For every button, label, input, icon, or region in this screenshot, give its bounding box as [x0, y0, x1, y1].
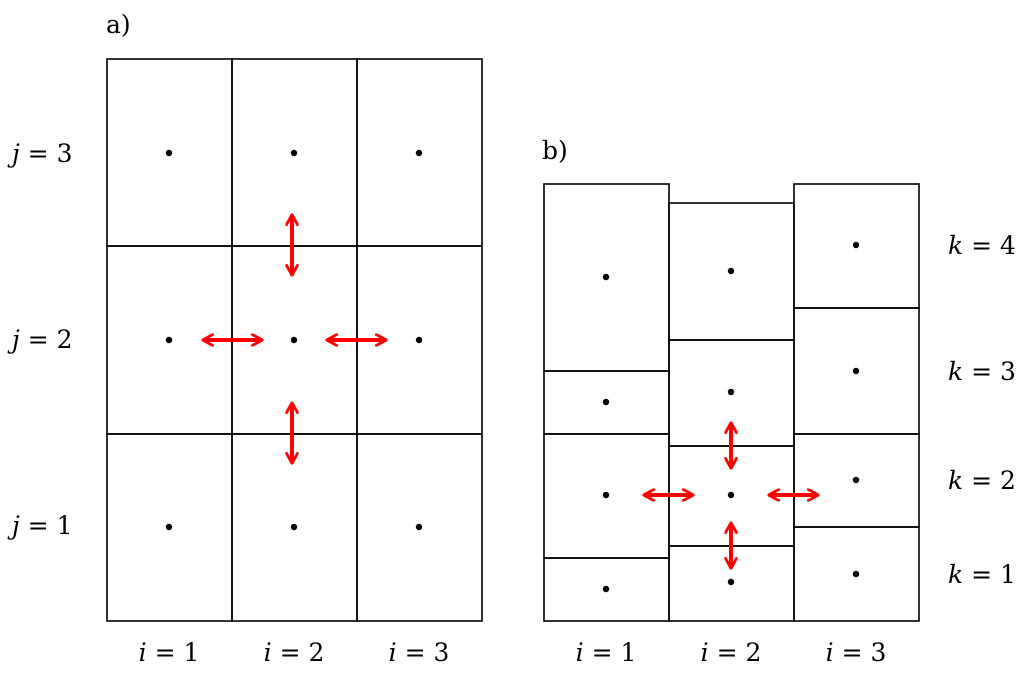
- col-label-i2: i = 2: [701, 638, 762, 667]
- center-dot: [852, 241, 860, 249]
- center-dot: [727, 388, 735, 396]
- row-label-k3: k = 3: [948, 357, 1016, 386]
- center-dot: [602, 273, 610, 281]
- panel-b-column-3: [793, 183, 920, 622]
- row-label-j3: j = 3: [7, 139, 73, 168]
- panel-b: b): [542, 136, 1016, 667]
- col-label-i1: i = 1: [576, 638, 637, 667]
- row-label-j2: j = 2: [7, 325, 73, 354]
- center-dot: [165, 149, 173, 157]
- center-dot: [415, 336, 423, 344]
- center-dot: [727, 491, 735, 499]
- center-dot: [852, 367, 860, 375]
- cell-a-i3-j1: [356, 433, 483, 622]
- center-dot: [602, 585, 610, 593]
- center-dot: [290, 149, 298, 157]
- panel-b-arrows: [645, 424, 817, 567]
- panel-a-row-labels: j = 3 j = 2 j = 1: [7, 139, 73, 540]
- center-dot: [290, 336, 298, 344]
- center-dot: [602, 491, 610, 499]
- col-label-i3: i = 3: [389, 638, 450, 667]
- panel-b-label: b): [542, 136, 568, 165]
- panel-a-arrows: [204, 216, 385, 462]
- panel-b-col-labels: i = 1 i = 2 i = 3: [576, 638, 887, 667]
- panel-a-col-labels: i = 1 i = 2 i = 3: [139, 638, 450, 667]
- panel-a-label: a): [106, 10, 131, 39]
- row-label-k1: k = 1: [948, 560, 1016, 589]
- row-label-k4: k = 4: [948, 231, 1016, 260]
- col-label-i3: i = 3: [826, 638, 887, 667]
- center-dot: [852, 570, 860, 578]
- center-dot: [852, 476, 860, 484]
- panel-b-row-labels: k = 4 k = 3 k = 2 k = 1: [948, 231, 1016, 589]
- center-dot: [727, 578, 735, 586]
- center-dot: [165, 523, 173, 531]
- row-label-j1: j = 1: [7, 511, 73, 540]
- col-label-i1: i = 1: [139, 638, 200, 667]
- center-dot: [415, 523, 423, 531]
- center-dot: [290, 523, 298, 531]
- col-label-i2: i = 2: [264, 638, 325, 667]
- center-dot: [602, 398, 610, 406]
- panel-a-centers: [165, 149, 423, 531]
- center-dot: [165, 336, 173, 344]
- center-dot: [727, 267, 735, 275]
- panel-a: a): [7, 10, 483, 667]
- row-label-k2: k = 2: [948, 466, 1016, 495]
- cell-b-i3-k1: [793, 526, 920, 622]
- center-dot: [415, 149, 423, 157]
- panel-b-centers: [602, 241, 860, 593]
